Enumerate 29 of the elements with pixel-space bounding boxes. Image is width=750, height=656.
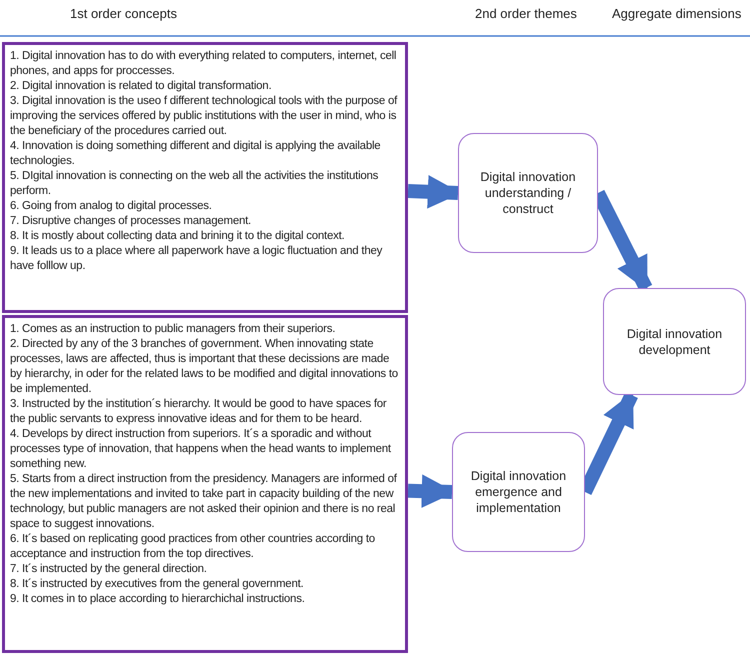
concept-item: 8. It´s instructed by executives from the general government. [10,577,304,592]
concept-list-box [2,42,408,313]
column-heading: 2nd order themes [475,6,577,21]
concept-item: 6. It´s based on replicating good practices from other countries according to acceptance and instruction from the top directives. [10,532,376,562]
concept-item: 9. It comes in to place according to hierarchichal instructions. [10,592,306,607]
theme-box [458,133,598,253]
concept-item: 4. Develops by direct instruction from superiors. It´s a sporadic and without processes type of innovation, that happens when the head wants to implement something new. [10,427,392,472]
concept-item: 7. Disruptive changes of processes management. [10,214,252,229]
concept-item: 5. DIgital innovation is connecting on the web all the activities the institutions perform. [10,169,380,199]
concept-item: 7. It´s instructed by the general direction. [10,562,208,577]
theme-box [452,432,585,552]
concept-item: 1. Comes as an instruction to public managers from their superiors. [10,322,336,337]
concept-item: 5. Starts from a direct instruction from the presidency. Managers are informed of the new implementations and invited to take part in capacity building of the new technology, but public managers are not asked their opinion and there is no real space to suggest innovations. [10,472,398,532]
concept-item: 3. Digital innovation is the useo f different technological tools with the purpose of improving the services offered by public institutions with the user in mind, who is the beneficiary of the procedures carried out. [10,94,398,139]
concept-item: 4. Innovation is doing something different and digital is applying the available technologies. [10,139,382,169]
theme-label: Digital innovation understanding / construct [479,169,577,217]
theme-box [603,288,746,395]
concept-item: 3. Instructed by the institution´s hierarchy. It would be good to have spaces for the public servants to express innovative ideas and for them to be heard. [10,397,388,427]
concept-list-box [2,315,408,653]
column-heading: 1st order concepts [70,6,177,21]
theme-label: Digital innovation emergence and implementation [470,468,568,516]
concept-item: 6. Going from analog to digital processes. [10,199,213,214]
column-heading: Aggregate dimensions [612,6,742,21]
concept-item: 1. Digital innovation has to do with everything related to computers, internet, cell phones, and apps for proccesses. [10,49,398,79]
concept-item: 2. Directed by any of the 3 branches of government. When innovating state processes, laws are affected, thus is important that these decissions are made by hierarchy, in oder for the related laws to be modified and digital innovations to be implemented. [10,337,399,397]
concept-item: 9. It leads us to a place where all paperwork have a logic fluctuation and they have folllow up. [10,244,384,274]
concept-item: 8. It is mostly about collecting data and brining it to the digital context. [10,229,346,244]
theme-label: Digital innovation development [626,326,724,358]
concept-item: 2. Digital innovation is related to digital transformation. [10,79,272,94]
